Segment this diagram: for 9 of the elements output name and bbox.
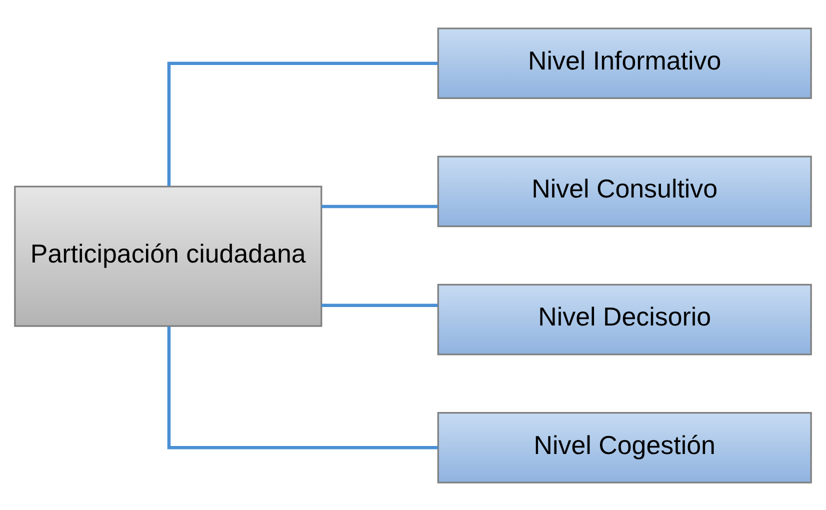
connector bbox=[321, 204, 438, 208]
node-box: Nivel Consultivo bbox=[437, 155, 812, 227]
connector bbox=[167, 326, 438, 449]
node-box: Nivel Informativo bbox=[437, 27, 812, 99]
connector bbox=[321, 303, 438, 306]
connector bbox=[167, 61, 438, 186]
node-box: Nivel Cogestión bbox=[437, 411, 812, 483]
node-box: Nivel Decisorio bbox=[437, 283, 812, 355]
node-box: Participación ciudadana bbox=[14, 185, 322, 326]
